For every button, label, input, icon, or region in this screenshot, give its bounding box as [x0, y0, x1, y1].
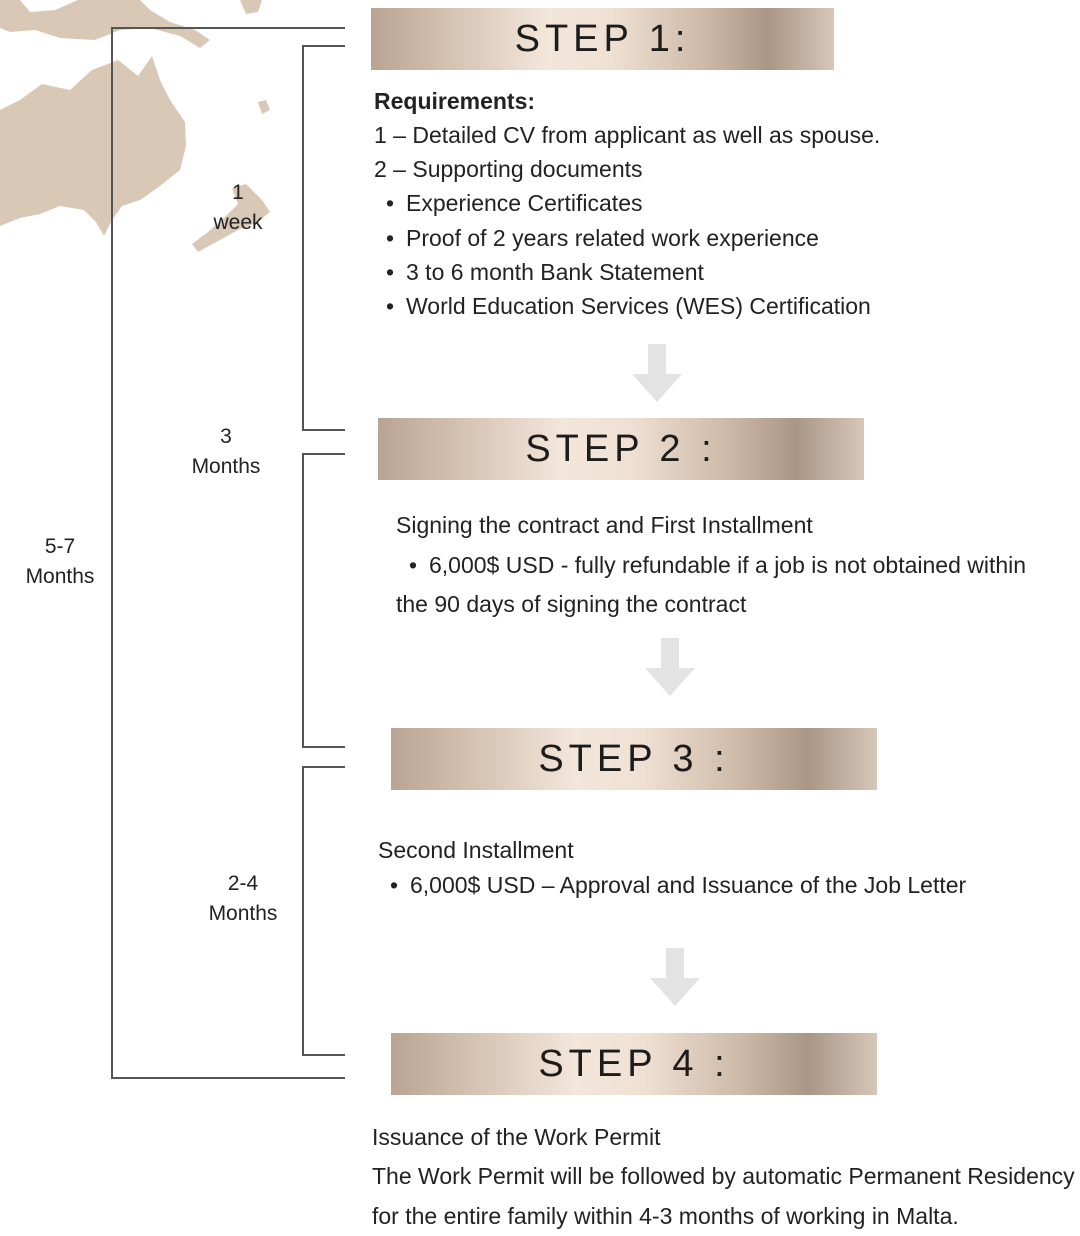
step1-line1: 1 – Detailed CV from applicant as well a… [374, 122, 881, 148]
step3-line1: Second Installment [378, 837, 574, 863]
step4-line3: for the entire family within 4-3 months … [372, 1203, 959, 1229]
step3-bullet: 6,000$ USD – Approval and Issuance of th… [378, 868, 966, 902]
bracket-step3 [302, 766, 345, 1056]
step2-line3: the 90 days of signing the contract [396, 591, 747, 617]
bracket-step2 [302, 453, 345, 748]
down-arrow-icon [645, 638, 695, 696]
step4-banner: STEP 4 : [391, 1033, 877, 1095]
step1-heading: Requirements: [374, 88, 536, 114]
step4-line2: The Work Permit will be followed by auto… [372, 1163, 1075, 1189]
map-background [0, 0, 270, 252]
step4-label: STEP 4 : [538, 1042, 730, 1085]
bracket-total [111, 27, 345, 1079]
step1-banner: STEP 1: [371, 8, 834, 70]
step1-bullet-1: Experience Certificates [374, 186, 643, 220]
step2-label: STEP 2 : [525, 427, 717, 470]
down-arrow-icon [632, 344, 682, 402]
step3-banner: STEP 3 : [391, 728, 877, 790]
step1-bullet-3: 3 to 6 month Bank Statement [374, 255, 704, 289]
step3-label: STEP 3 : [538, 737, 730, 780]
down-arrow-icon [650, 948, 700, 1006]
step1-label: STEP 1: [514, 17, 691, 60]
bracket-step1 [302, 45, 345, 431]
step1-bullet-2: Proof of 2 years related work experience [374, 221, 819, 255]
step4-heading: Issuance of the Work Permit [372, 1124, 661, 1150]
step2-line1: Signing the contract and First Installme… [396, 512, 813, 538]
step1-line2: 2 – Supporting documents [374, 156, 643, 182]
step1-bullet-4: World Education Services (WES) Certifica… [374, 289, 871, 323]
step2-bullet: 6,000$ USD - fully refundable if a job i… [397, 548, 1026, 582]
step2-banner: STEP 2 : [378, 418, 864, 480]
